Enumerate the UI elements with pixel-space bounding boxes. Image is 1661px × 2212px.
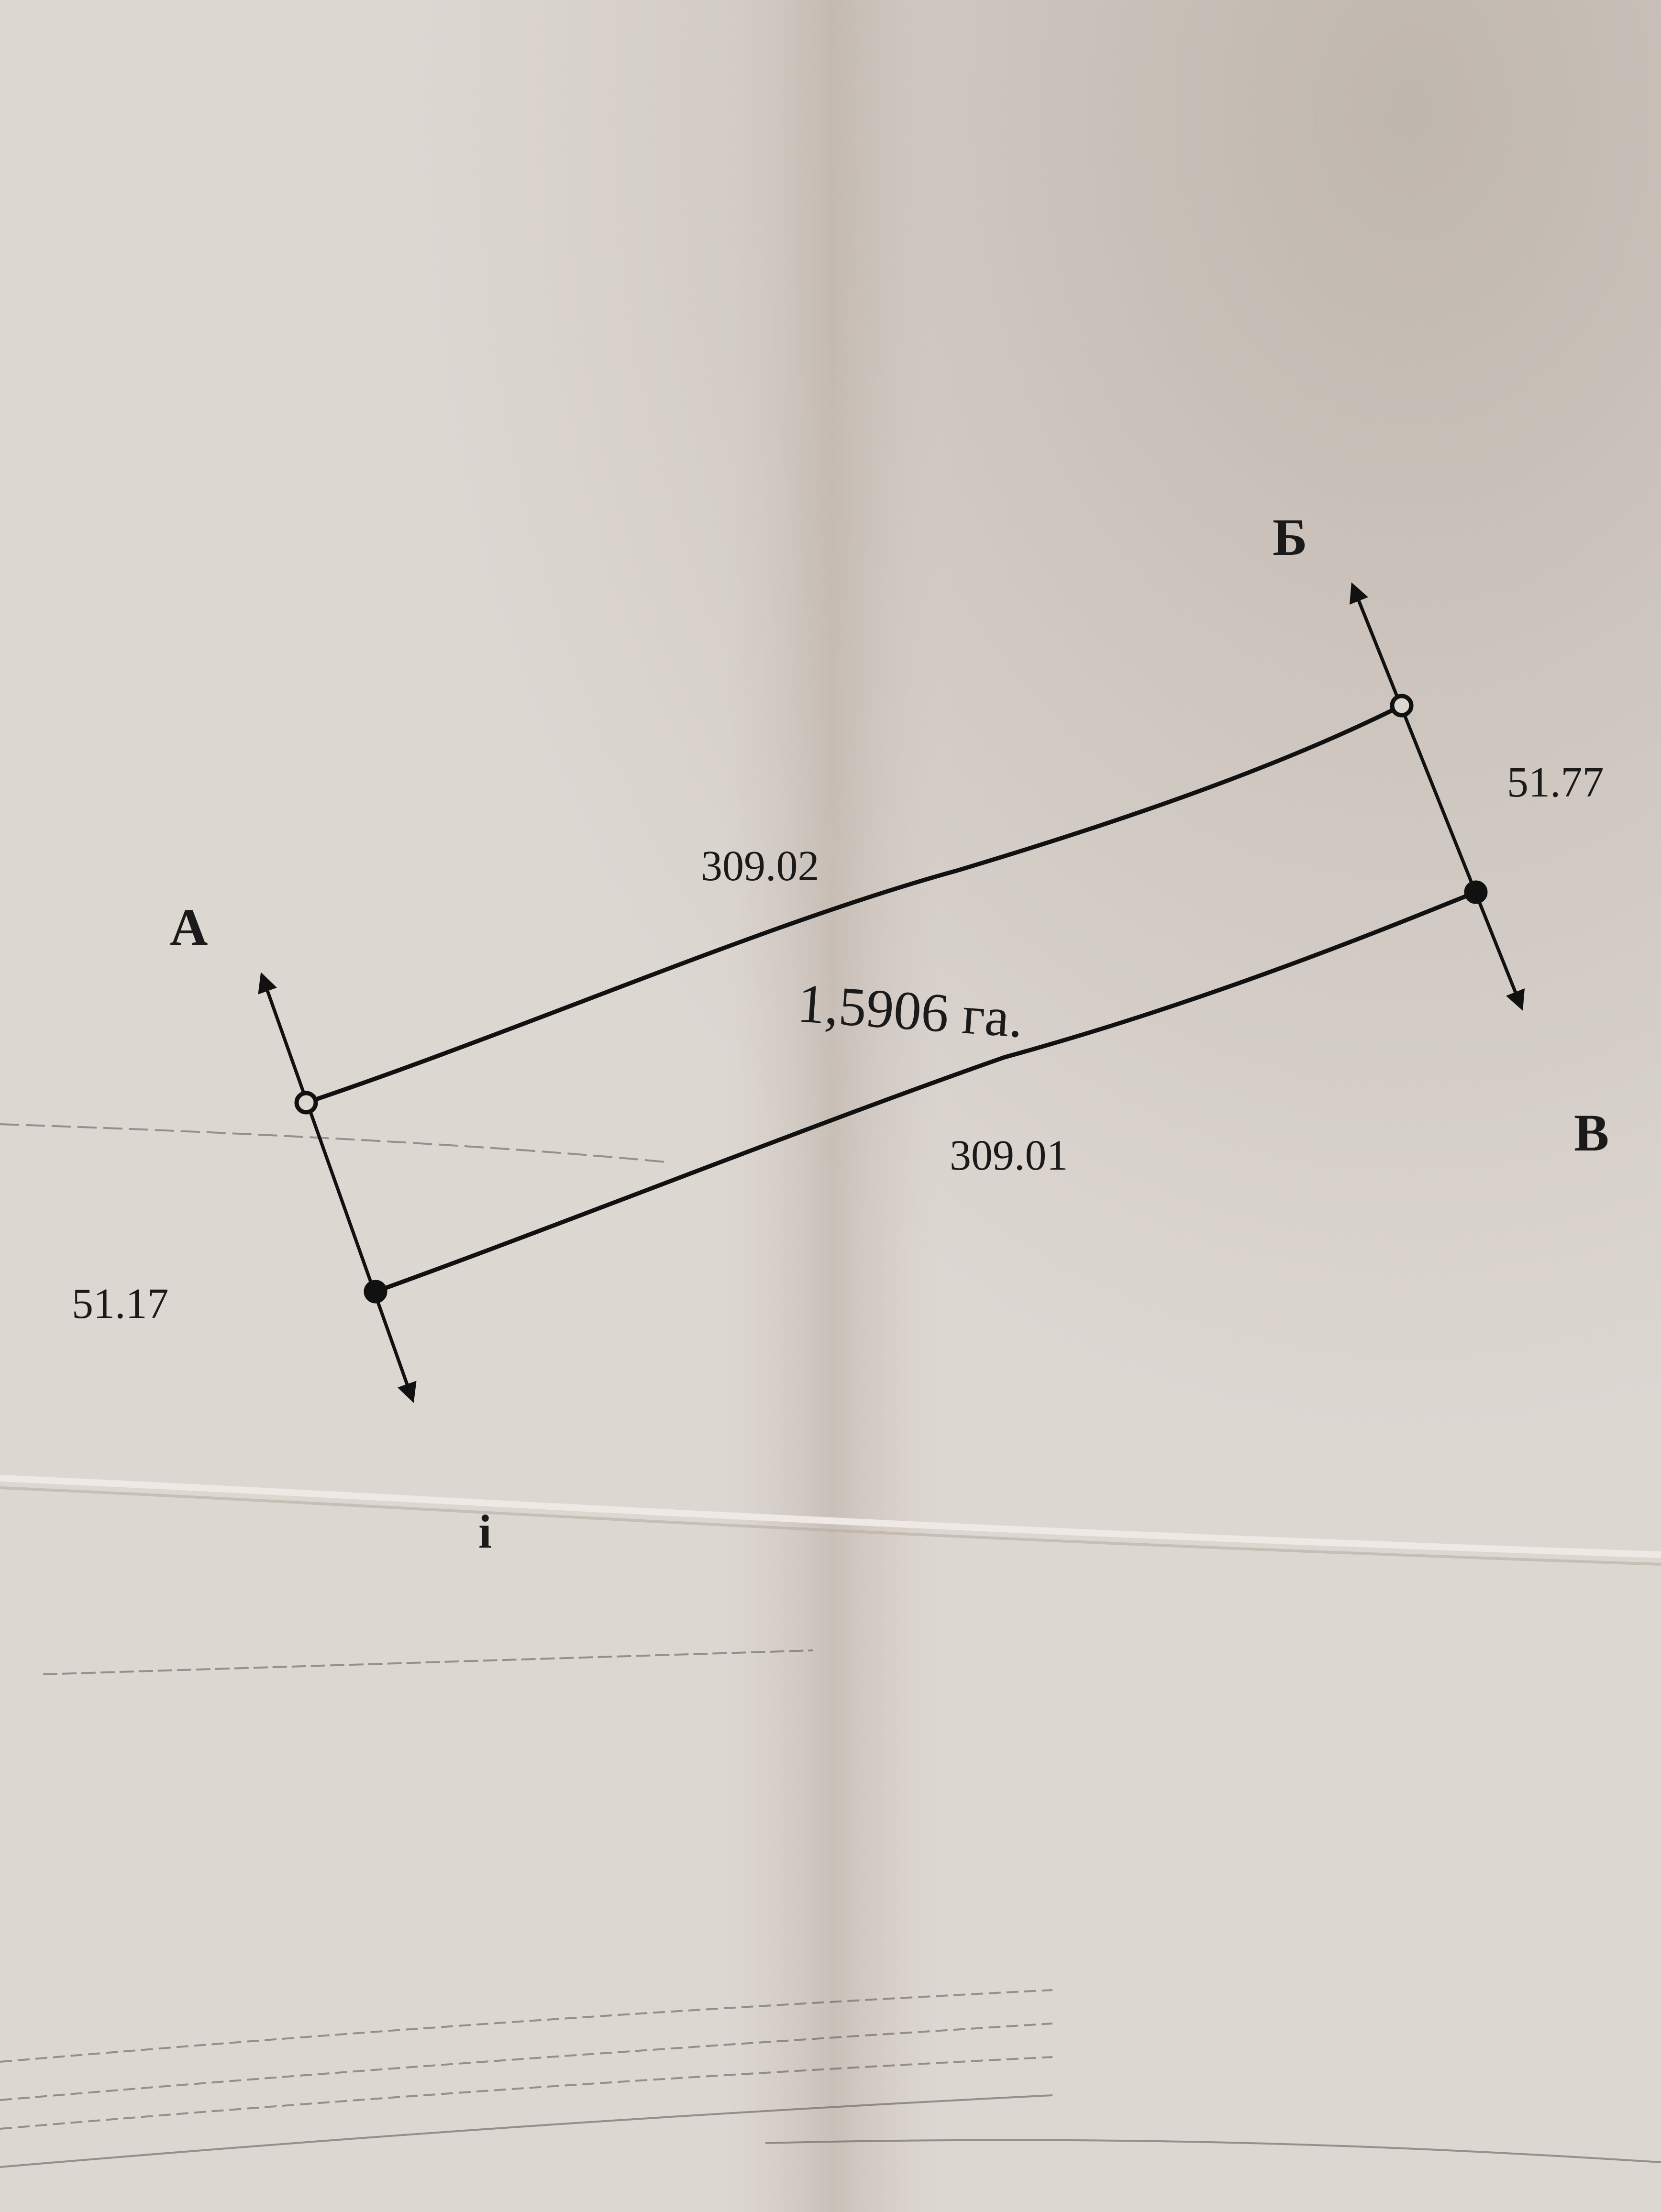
horizontal-fold-crease: [0, 1475, 1661, 1558]
faint-print-lines: [0, 1123, 1661, 2168]
corner-label-v: В: [1574, 1104, 1609, 1162]
side-lines: [258, 582, 1525, 1403]
corner-label-b: Б: [1273, 508, 1307, 566]
vertical-fold: [727, 0, 938, 2212]
side-line-right: [1349, 582, 1525, 1011]
horizontal-fold-shadow: [0, 1486, 1661, 1566]
plot-boundary: [305, 703, 1477, 1294]
side-length-bottom: 309.01: [950, 1132, 1068, 1179]
bottom-mark: i: [478, 1505, 492, 1558]
side-length-right: 51.77: [1507, 759, 1604, 806]
corner-point-a-top: [294, 1091, 318, 1115]
corner-point-a-bottom: [364, 1280, 388, 1304]
corner-label-a: А: [170, 898, 208, 956]
boundary-top-line: [305, 703, 1403, 1105]
boundary-bottom-line: [375, 890, 1477, 1294]
side-length-top: 309.02: [701, 842, 819, 890]
corner-point-v: [1464, 880, 1488, 904]
corner-point-b: [1390, 694, 1414, 718]
side-length-left: 51.17: [72, 1280, 169, 1327]
side-line-left: [258, 972, 417, 1403]
